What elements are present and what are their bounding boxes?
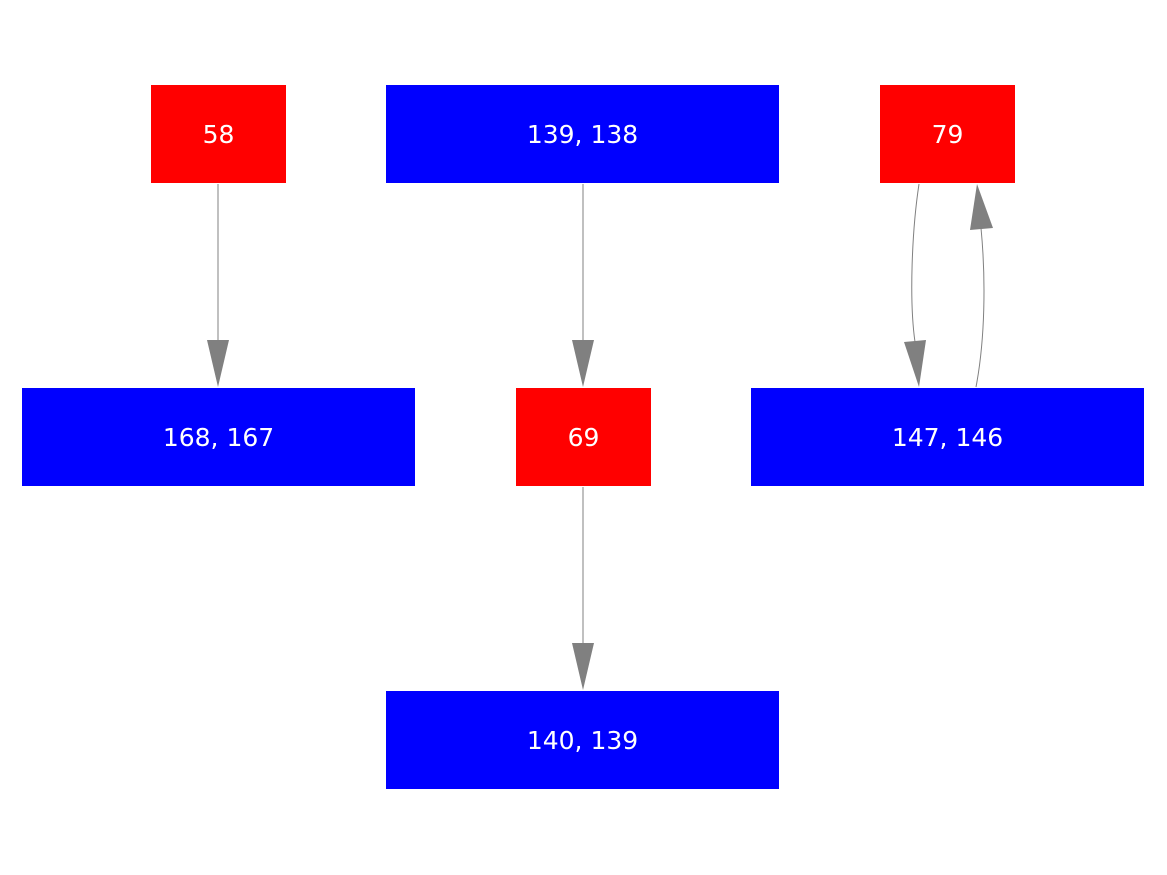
node-label: 140, 139 — [526, 725, 639, 755]
node-label: 139, 138 — [526, 119, 639, 149]
arrowhead — [970, 184, 993, 230]
node-139-138[interactable]: 139, 138 — [386, 85, 779, 183]
arrowhead — [207, 340, 229, 387]
arrowhead — [904, 340, 926, 387]
node-label: 147, 146 — [891, 422, 1004, 452]
node-label: 69 — [567, 422, 600, 452]
arrowhead — [572, 643, 594, 690]
node-140-139[interactable]: 140, 139 — [386, 691, 779, 789]
edge-79-to-147-146 — [911, 183, 920, 343]
node-58[interactable]: 58 — [151, 85, 286, 183]
node-168-167[interactable]: 168, 167 — [22, 388, 415, 486]
node-147-146[interactable]: 147, 146 — [751, 388, 1144, 486]
node-label: 79 — [931, 119, 964, 149]
arrowhead — [572, 340, 594, 387]
node-79[interactable]: 79 — [880, 85, 1015, 183]
node-label: 58 — [202, 119, 235, 149]
edge-147-146-to-79 — [975, 227, 985, 388]
node-69[interactable]: 69 — [516, 388, 651, 486]
node-label: 168, 167 — [162, 422, 275, 452]
